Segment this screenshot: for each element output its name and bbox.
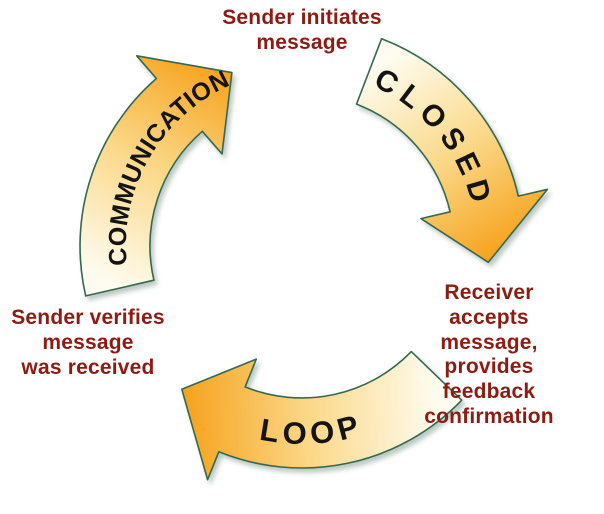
label-receiver-accepts: Receiver accepts message, provides feedb… — [424, 281, 554, 428]
label-sender-verifies: Sender verifies message was received — [11, 306, 165, 379]
arrow-loop — [181, 350, 463, 481]
arrow-communication — [79, 55, 233, 297]
arrow-closed — [355, 37, 549, 264]
label-sender-initiates: Sender initiates message — [222, 6, 382, 54]
